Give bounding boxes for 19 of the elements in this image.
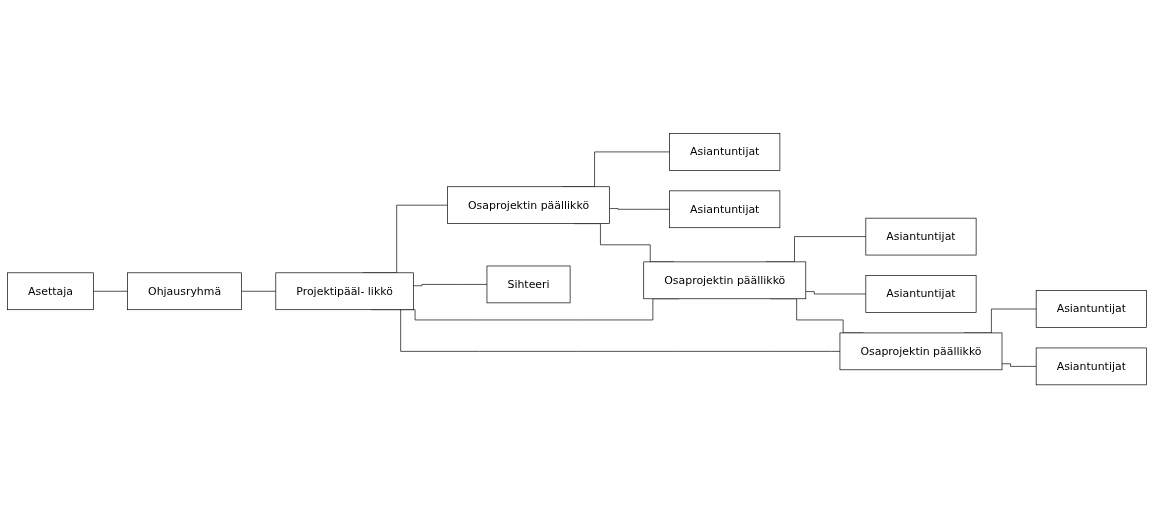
connector — [1001, 363, 1037, 368]
node-box: Asiantuntijat — [669, 190, 781, 229]
node-box: Osaprojektin päällikkö — [643, 261, 807, 300]
connector — [805, 291, 867, 295]
connector — [413, 284, 488, 287]
node-box: Asiantuntijat — [1035, 290, 1147, 329]
node-box: Projektipääl- likkö — [275, 272, 414, 311]
connector — [609, 208, 670, 210]
node-box: Asiantuntijat — [865, 275, 977, 314]
node-box: Asettaja — [7, 272, 94, 311]
node-box: Sihteeri — [486, 266, 571, 304]
connector — [93, 291, 128, 292]
node-box: Osaprojektin päällikkö — [447, 186, 610, 225]
node-box: Ohjausryhmä — [127, 272, 242, 311]
node-box: Asiantuntijat — [669, 133, 781, 172]
connector — [241, 291, 277, 292]
node-box: Asiantuntijat — [1035, 347, 1147, 386]
node-box: Asiantuntijat — [865, 218, 977, 256]
node-box: Osaprojektin päällikkö — [839, 332, 1003, 371]
